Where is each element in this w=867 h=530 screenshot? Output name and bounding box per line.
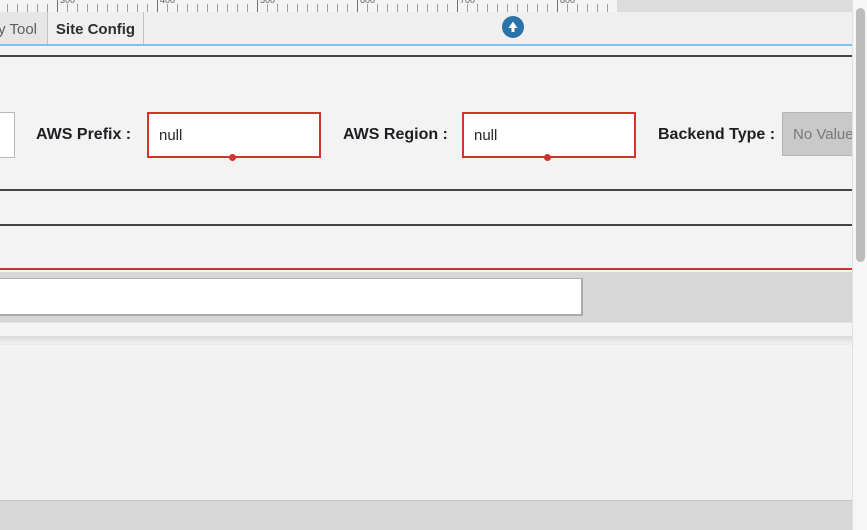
tab-bar: y Tool Site Config [0,12,867,46]
ruler-tick-minor [497,4,498,12]
ruler-tick-minor [377,4,378,12]
ruler-tick-minor [527,4,528,12]
ruler-tick-minor [397,4,398,12]
aws-prefix-input[interactable] [147,112,321,158]
ruler-tick-minor [17,4,18,12]
ruler-tick-minor [447,4,448,12]
panel-text-input[interactable] [0,278,583,316]
ruler-tick-minor [47,4,48,12]
ruler-tick-minor [167,4,168,12]
ruler-tick-minor [237,4,238,12]
tab-site-config[interactable]: Site Config [48,12,144,46]
ruler-tick-minor [127,4,128,12]
ruler-tick-minor [547,4,548,12]
ruler-tick-minor [147,4,148,12]
info-up-arrow-icon[interactable] [502,16,524,38]
ruler-tick-minor [227,4,228,12]
ruler-tick-minor [87,4,88,12]
tab-bar-underline [0,44,867,46]
ruler-tick-minor [587,4,588,12]
ruler-tick-minor [67,4,68,12]
ruler-label: 700 [460,0,476,5]
ruler-tick-minor [207,4,208,12]
error-divider [0,268,853,270]
divider-middle [0,189,853,191]
ruler-tick-minor [37,4,38,12]
ruler-tick-minor [97,4,98,12]
tab-site-config-label: Site Config [55,20,136,38]
aws-region-input[interactable] [462,112,636,158]
ruler-tick-minor [567,4,568,12]
ruler-tick-minor [137,4,138,12]
ruler-tick-minor [507,4,508,12]
ruler-tick-minor [437,4,438,12]
divider-top [0,55,853,57]
aws-prefix-label: AWS Prefix : [36,126,132,143]
ruler-tick-major [57,0,58,12]
ruler-label: 400 [160,0,176,5]
ruler-tick-minor [177,4,178,12]
ruler-tick-minor [347,4,348,12]
ruler-label: 600 [360,0,376,5]
backend-type-label: Backend Type : [658,126,776,143]
ruler-tick-minor [427,4,428,12]
ruler-tick-minor [597,4,598,12]
tab-deploy-tool-label: y Tool [0,20,37,38]
left-partial-input[interactable] [0,112,15,158]
ruler-tick-minor [7,4,8,12]
ruler-tick-major [557,0,558,12]
ruler-tick-minor [407,4,408,12]
ruler-tick-minor [537,4,538,12]
aws-region-label: AWS Region : [343,126,448,143]
ruler-tick-minor [217,4,218,12]
tab-deploy-tool[interactable]: y Tool [0,12,48,46]
gray-panel [0,272,853,322]
ruler-tick-minor [297,4,298,12]
ruler-tick-minor [367,4,368,12]
ruler-tick-minor [477,4,478,12]
ruler-tick-minor [267,4,268,12]
ruler-inactive-region [617,0,867,12]
ruler-tick-minor [27,4,28,12]
ruler-tick-minor [607,4,608,12]
ruler-label: 500 [260,0,276,5]
ruler-label: 800 [560,0,576,5]
panel-drop-shadow [0,336,853,344]
ruler-tick-minor [287,4,288,12]
ruler-tick-minor [467,4,468,12]
ruler-tick-minor [117,4,118,12]
ruler-tick-major [357,0,358,12]
ruler-tick-minor [307,4,308,12]
ruler-tick-minor [387,4,388,12]
ruler-tick-minor [197,4,198,12]
content-area: AWS Prefix : AWS Region : Backend Type :… [0,46,867,530]
ruler-tick-minor [77,4,78,12]
ruler-tick-minor [417,4,418,12]
ruler-tick-minor [187,4,188,12]
ruler-tick-minor [577,4,578,12]
backend-type-value: No Value [793,125,854,143]
vertical-scrollbar-thumb[interactable] [856,8,865,262]
ruler-tick-minor [337,4,338,12]
vertical-scrollbar-track[interactable] [852,0,867,530]
ruler-tick-minor [517,4,518,12]
ruler-active-region [0,0,617,12]
ruler-label: 300 [60,0,76,5]
ruler-tick-minor [317,4,318,12]
bottom-status-bar [0,500,867,530]
form-row: AWS Prefix : AWS Region : Backend Type :… [0,112,867,166]
ruler-tick-major [257,0,258,12]
ruler-tick-minor [487,4,488,12]
horizontal-ruler: 300 400 500 600 700 800 [0,0,867,13]
ruler-tick-minor [277,4,278,12]
ruler-tick-minor [247,4,248,12]
divider-lower [0,224,853,226]
ruler-tick-minor [327,4,328,12]
ruler-tick-minor [107,4,108,12]
empty-lower-region [0,344,853,501]
ruler-tick-major [457,0,458,12]
ruler-tick-major [157,0,158,12]
panel-bottom-edge [0,322,853,323]
